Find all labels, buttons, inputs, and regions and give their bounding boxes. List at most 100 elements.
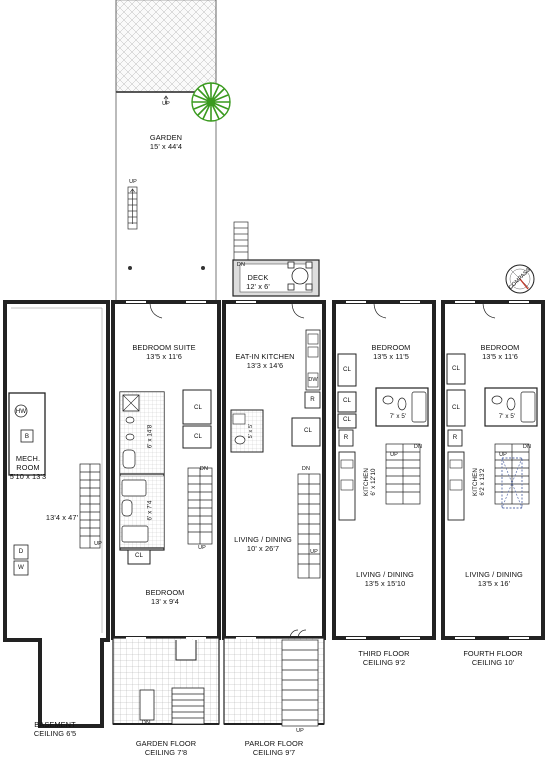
garden-floor-ceiling: CEILING 7'8 — [144, 748, 188, 757]
living4-label: LIVING / DINING 13'5 x 16' — [459, 570, 529, 588]
basement-ceiling: CEILING 6'5 — [33, 729, 77, 738]
living-parlor-name: LIVING / DINING — [234, 535, 292, 544]
bath2-dim: 6' x 7'4 — [146, 500, 154, 521]
closet-label-parlor: CL — [303, 427, 313, 434]
garden-label: GARDEN 15' x 44'4 — [136, 133, 196, 151]
kitchen3-dim: 6' x 12'10 — [370, 468, 377, 496]
kitchen3-name: KITCHEN — [363, 468, 370, 496]
dn-label-garden: DN — [199, 466, 209, 472]
third-floor-title: THIRD FLOOR CEILING 9'2 — [344, 649, 424, 667]
bedroom3-label: BEDROOM 13'5 x 11'5 — [356, 343, 426, 361]
kitchen3-label: KITCHEN 6' x 12'10 — [363, 452, 377, 512]
deck-area — [232, 221, 320, 297]
bedroom3-name: BEDROOM — [371, 343, 411, 352]
dryer-label: D — [18, 548, 24, 555]
bath1-dim: 6' x 14'8 — [146, 424, 154, 449]
kitchen4-label: KITCHEN 6'2 x 13'2 — [472, 452, 486, 512]
third-floor-ceiling: CEILING 9'2 — [362, 658, 406, 667]
parlor-floor-plan — [222, 300, 326, 727]
fridge-label-parlor: R — [310, 396, 315, 403]
bedroom-suite-name: BEDROOM SUITE — [132, 343, 196, 352]
bedroom3-dim: 13'5 x 11'5 — [373, 352, 409, 361]
up-label-garden: UP — [198, 545, 206, 551]
fourth-floor-ceiling: CEILING 10' — [471, 658, 515, 667]
dn-label-garden-front: DN — [141, 720, 151, 726]
fridge4-label: R — [452, 434, 458, 441]
dn-label-parlor: DN — [301, 466, 311, 472]
closet3b-label: CL — [342, 397, 352, 404]
tree-icon — [191, 82, 231, 122]
up-label-parlor-front: UP — [296, 728, 304, 734]
third-floor-plan — [332, 300, 436, 640]
parlor-floor-title: PARLOR FLOOR CEILING 9'7 — [234, 739, 314, 757]
closet-label-2: CL — [193, 433, 203, 440]
bedroom4-dim: 13'5 x 11'6 — [482, 352, 518, 361]
garden-dim: 15' x 44'4 — [149, 142, 183, 151]
garden-name: GARDEN — [149, 133, 183, 142]
fourth-floor-title: FOURTH FLOOR CEILING 10' — [453, 649, 533, 667]
third-floor-label: THIRD FLOOR — [358, 649, 410, 658]
eatin-kitchen-label: EAT-IN KITCHEN 13'3 x 14'6 — [228, 352, 302, 370]
closet-label-3: CL — [134, 552, 144, 559]
basement-dim: 13'4 x 47' — [45, 513, 79, 522]
closet-label-1: CL — [193, 404, 203, 411]
deck-name: DECK — [247, 273, 269, 282]
garden-stair — [127, 186, 138, 230]
bedroom-garden-dim: 13' x 9'4 — [151, 597, 179, 606]
kitchen4-dim: 6'2 x 13'2 — [479, 468, 486, 496]
deck-dim: 12' x 6' — [246, 282, 270, 291]
up-label-basement: UP — [94, 541, 102, 547]
closet4b-label: CL — [451, 404, 461, 411]
up4-label: UP — [499, 452, 507, 458]
bedroom-suite-label: BEDROOM SUITE 13'5 x 11'6 — [122, 343, 206, 361]
living-parlor-label: LIVING / DINING 10' x 26'7 — [228, 535, 298, 553]
kitchen4-name: KITCHEN — [472, 468, 479, 496]
up-label-parlor: UP — [310, 549, 318, 555]
bedroom4-name: BEDROOM — [480, 343, 520, 352]
living4-dim: 13'5 x 16' — [477, 579, 511, 588]
bedroom4-label: BEDROOM 13'5 x 11'6 — [465, 343, 535, 361]
eatin-kitchen-name: EAT-IN KITCHEN — [235, 352, 295, 361]
closet3a-label: CL — [342, 366, 352, 373]
closet4a-label: CL — [451, 365, 461, 372]
boiler-label: B — [24, 433, 30, 440]
mech-room-label: MECH. ROOM 5'10 x 13'3 — [8, 454, 48, 481]
mech-room: ROOM — [16, 463, 40, 472]
living4-name: LIVING / DINING — [465, 570, 523, 579]
up-label-garden-stair: UP — [129, 179, 137, 185]
parlor-floor-ceiling: CEILING 9'7 — [252, 748, 296, 757]
closet3c-label: CL — [342, 416, 352, 423]
garden-floor-plan — [111, 300, 221, 725]
living-parlor-dim: 10' x 26'7 — [246, 544, 280, 553]
hw-label: HW — [15, 408, 27, 415]
living3-name: LIVING / DINING — [356, 570, 414, 579]
garden-floor-label: GARDEN FLOOR — [135, 739, 197, 748]
dn4-label: DN — [522, 444, 532, 450]
living3-dim: 13'5 x 15'10 — [364, 579, 406, 588]
living3-label: LIVING / DINING 13'5 x 15'10 — [350, 570, 420, 588]
bath4-dim: 7' x 5' — [498, 413, 516, 420]
dn-label-deck: DN — [236, 262, 246, 268]
compass-icon — [505, 264, 535, 294]
patio-table-icon — [287, 261, 313, 291]
washer-label: W — [18, 564, 24, 571]
up-label-garden-top: UP — [162, 101, 170, 107]
basement-title: BASEMENT CEILING 6'5 — [20, 720, 90, 738]
bedroom-suite-dim: 13'5 x 11'6 — [146, 352, 182, 361]
fourth-floor-label: FOURTH FLOOR — [463, 649, 523, 658]
bath3-dim: 7' x 5' — [389, 413, 407, 420]
fridge3-label: R — [343, 434, 349, 441]
bedroom-garden-name: BEDROOM — [145, 588, 185, 597]
up3-label: UP — [390, 452, 398, 458]
garden-floor-title: GARDEN FLOOR CEILING 7'8 — [126, 739, 206, 757]
deck-label: DECK 12' x 6' — [238, 273, 278, 291]
dn3-label: DN — [413, 444, 423, 450]
fourth-floor-plan — [441, 300, 545, 640]
bath-parlor-dim: 5' x 5' — [248, 423, 254, 439]
garden-area — [115, 0, 217, 302]
basement-label: BASEMENT — [34, 720, 76, 729]
mech-dim: 5'10 x 13'3 — [9, 472, 47, 481]
parlor-floor-label: PARLOR FLOOR — [244, 739, 304, 748]
dishwasher-label: DW — [308, 377, 318, 383]
